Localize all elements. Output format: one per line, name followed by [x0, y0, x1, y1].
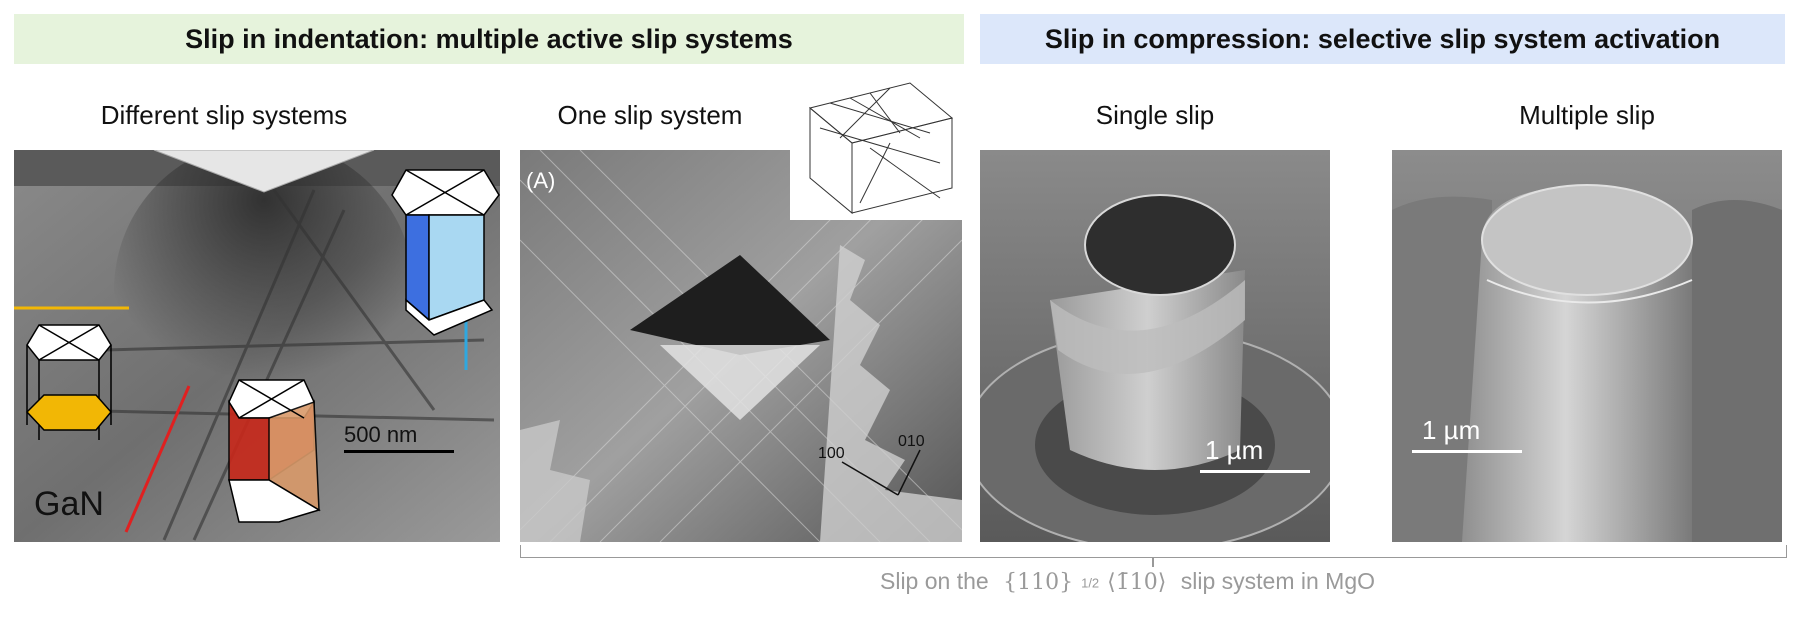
tem-scale-label: 500 nm	[344, 422, 417, 447]
prismatic-slip-crystal-icon	[391, 169, 500, 336]
caption-one-slip-system: One slip system	[557, 100, 743, 130]
pyramidal-slip-trace	[124, 385, 191, 533]
single-slip-image	[980, 150, 1330, 542]
indentation-banner: Slip in indentation: multiple active sli…	[14, 14, 964, 64]
footer-half: 1/2	[1081, 575, 1100, 591]
caption-multiple-slip: Multiple slip	[1519, 100, 1655, 130]
compression-banner-text: Slip in compression: selective slip syst…	[1044, 23, 1721, 54]
tem-scale-bar	[344, 450, 454, 453]
footer-suffix: slip system in MgO	[1180, 568, 1375, 594]
multiple-slip-image	[1392, 150, 1782, 542]
indent-pit	[630, 255, 830, 355]
tem-image-panel: GaN 500 nm	[14, 150, 500, 542]
slip-schematic-inset	[790, 68, 962, 220]
mgo-etch-image: (A) 100 010	[520, 150, 962, 542]
gan-label: GaN	[34, 485, 104, 523]
slip-schematic	[808, 82, 954, 215]
multi-scale-label: 1 µm	[1422, 415, 1481, 445]
footer-direction: ⟨1̄10⟩	[1107, 570, 1167, 595]
multi-scale-bar	[1412, 450, 1522, 453]
direction-010-label: 010	[898, 433, 925, 450]
basal-slip-crystal-icon	[25, 324, 112, 440]
pyramidal-slip-crystal-icon	[228, 379, 321, 523]
single-scale-label: 1 µm	[1205, 435, 1264, 465]
panel-a-label: (A)	[526, 168, 555, 193]
tem-image: GaN 500 nm	[14, 150, 500, 542]
single-scale-bar	[1200, 470, 1310, 473]
mgo-bracket-tick	[1152, 557, 1154, 567]
mgo-bracket	[520, 545, 1787, 558]
single-slip-panel: 1 µm	[980, 150, 1330, 542]
indentation-banner-text: Slip in indentation: multiple active sli…	[185, 23, 793, 54]
multiple-slip-panel: 1 µm	[1392, 150, 1782, 542]
direction-100-label: 100	[818, 445, 845, 462]
compression-banner: Slip in compression: selective slip syst…	[980, 14, 1785, 64]
mgo-slip-caption: Slip on the {110} 1/2 ⟨1̄10⟩ slip system i…	[880, 568, 1375, 595]
caption-single-slip: Single slip	[1095, 100, 1215, 130]
footer-prefix: Slip on the	[880, 568, 989, 594]
caption-different-slip-systems: Different slip systems	[100, 100, 348, 130]
mgo-etch-panel: (A) 100 010	[520, 150, 962, 542]
footer-plane: {110}	[1003, 570, 1074, 595]
